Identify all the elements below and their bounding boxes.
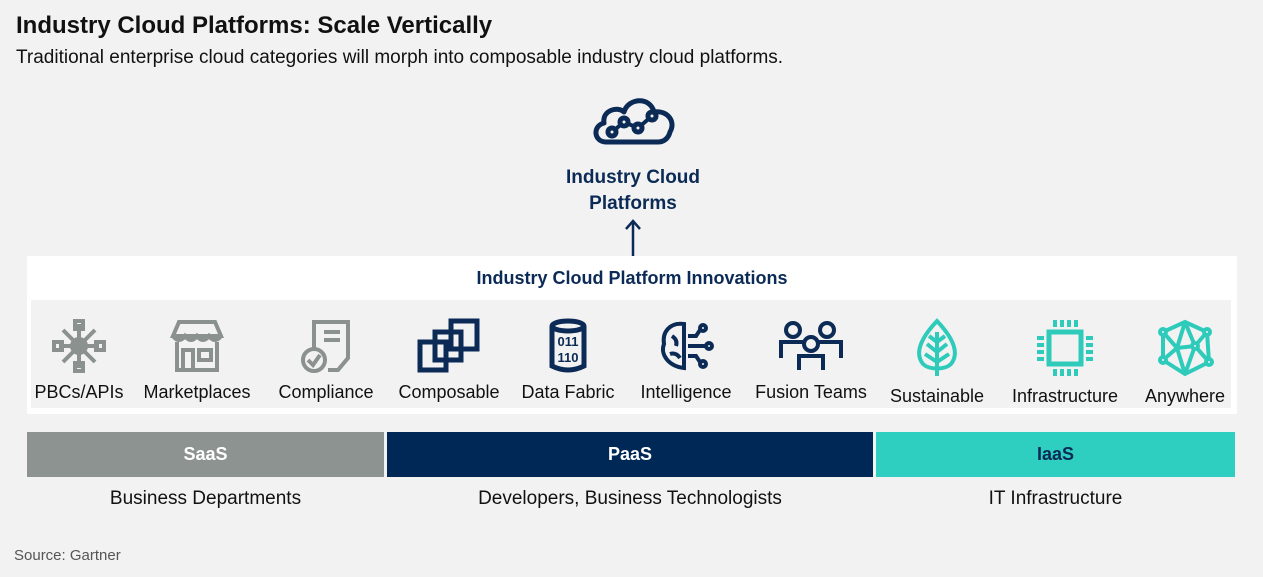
- iaas-audience: IT Infrastructure: [988, 488, 1123, 509]
- page-subtitle: Traditional enterprise cloud categories …: [16, 47, 784, 68]
- innovation-sustainable: Sustainable: [872, 318, 1002, 407]
- innovation-label: Anywhere: [1144, 386, 1226, 406]
- industry-cloud-platforms-label: Industry Cloud Platforms: [533, 165, 733, 217]
- arrow-up-icon: [625, 219, 641, 258]
- innovation-label: Sustainable: [889, 386, 985, 406]
- chip-icon: [1037, 320, 1093, 376]
- document-check-icon: [301, 320, 350, 373]
- top-label-line2: Platforms: [589, 193, 677, 214]
- innovation-pbcs-apis: PBCs/APIs: [14, 318, 144, 403]
- storefront-icon: [169, 320, 225, 372]
- innovation-label: Data Fabric: [521, 382, 615, 402]
- stacked-squares-icon: [417, 318, 480, 373]
- innovation-label: Infrastructure: [1011, 386, 1119, 406]
- innovation-compliance: Compliance: [261, 318, 391, 403]
- innovation-label: Marketplaces: [143, 382, 251, 402]
- innovations-title: Industry Cloud Platform Innovations: [476, 268, 788, 288]
- innovation-data-fabric: 011 110 Data Fabric: [503, 318, 633, 403]
- innovation-label: Compliance: [278, 382, 374, 402]
- brain-circuit-icon: [661, 321, 714, 371]
- innovation-label: Intelligence: [640, 382, 732, 402]
- innovation-label: PBCs/APIs: [34, 382, 124, 402]
- svg-text:110: 110: [558, 350, 579, 365]
- innovation-composable: Composable: [384, 318, 514, 403]
- innovations-panel: Industry Cloud Platform Innovations: [27, 256, 1237, 414]
- cloud-network-icon: [593, 98, 675, 145]
- leaf-icon: [917, 318, 957, 376]
- innovation-label: Composable: [398, 382, 500, 402]
- saas-bar: SaaS: [27, 432, 384, 477]
- mesh-network-icon: [1158, 319, 1214, 377]
- database-binary-icon: 011 110: [549, 318, 587, 373]
- svg-text:011: 011: [558, 334, 579, 349]
- innovation-intelligence: Intelligence: [621, 318, 751, 403]
- innovation-marketplaces: Marketplaces: [132, 318, 262, 403]
- innovation-anywhere: Anywhere: [1120, 318, 1250, 407]
- top-label-line1: Industry Cloud: [565, 167, 701, 188]
- page-title: Industry Cloud Platforms: Scale Vertical…: [16, 12, 493, 39]
- innovation-infrastructure: Infrastructure: [1000, 318, 1130, 407]
- innovation-label: Fusion Teams: [755, 382, 867, 402]
- network-hub-icon: [52, 319, 106, 373]
- innovations-list: [31, 300, 1231, 408]
- paas-bar: PaaS: [387, 432, 873, 477]
- team-icon: [779, 321, 843, 370]
- source-note: Source: Gartner: [14, 547, 121, 564]
- paas-audience: Developers, Business Technologists: [478, 488, 782, 509]
- innovation-fusion-teams: Fusion Teams: [746, 318, 876, 403]
- iaas-bar: IaaS: [876, 432, 1235, 477]
- saas-audience: Business Departments: [109, 488, 302, 509]
